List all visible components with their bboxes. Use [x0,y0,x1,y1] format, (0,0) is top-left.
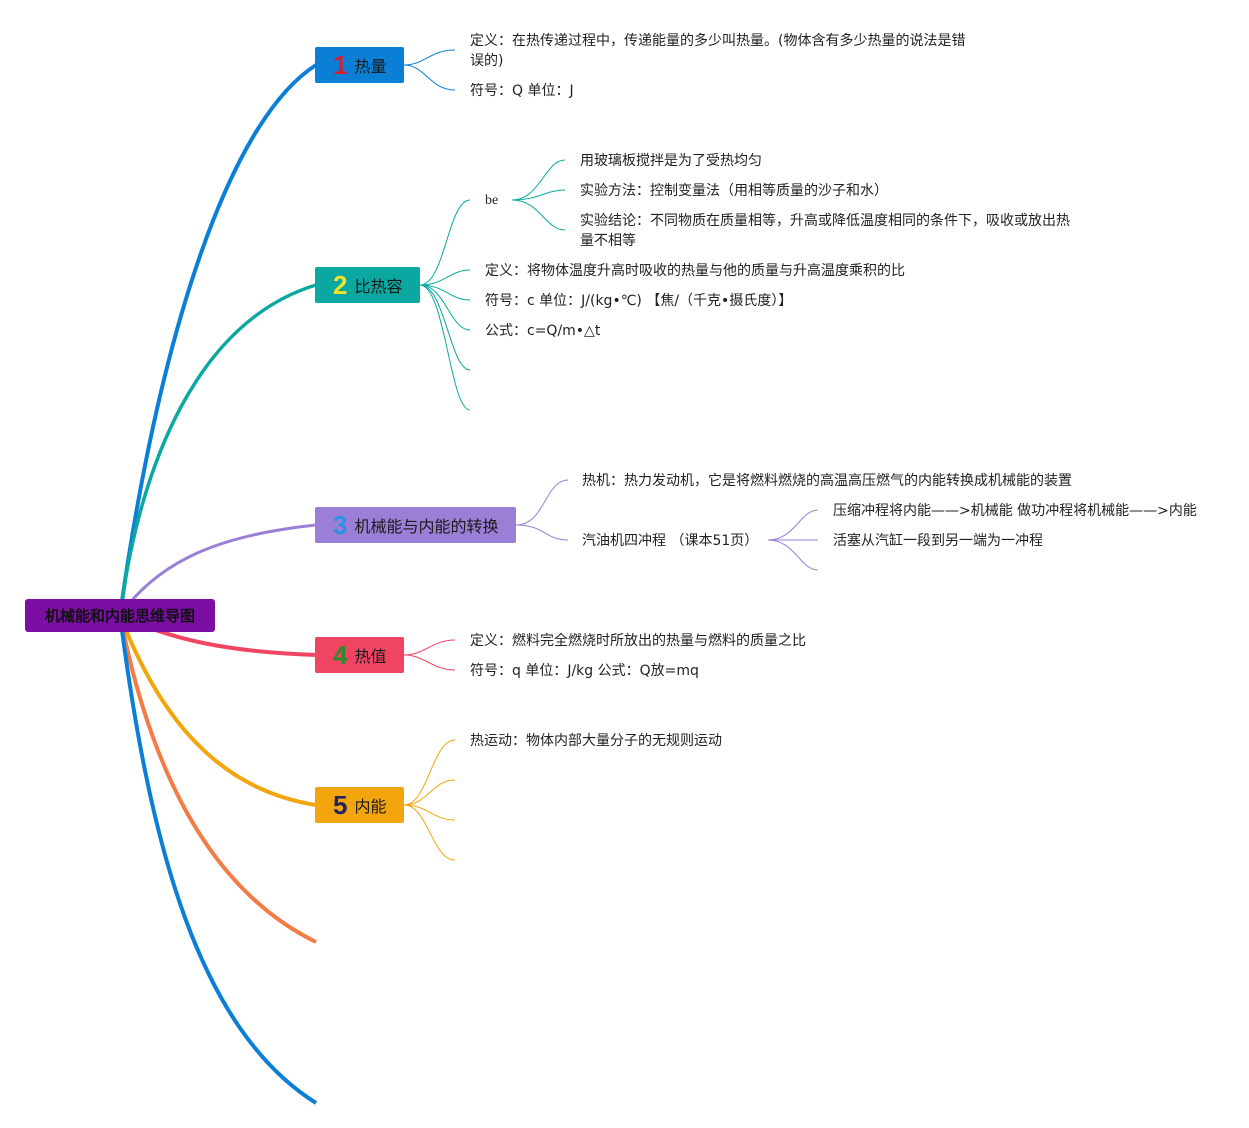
branch-label: 机械能与内能的转换 [354,517,499,536]
connector-branch-6 [118,614,317,944]
leaf-node[interactable]: 热运动：物体内部大量分子的无规则运动 [470,733,722,749]
branch-node-4[interactable]: 4 热值 [315,637,404,673]
connector-branch-5 [118,614,317,807]
leaf-node[interactable]: 符号：Q 单位：J [470,83,574,99]
branch-node-2[interactable]: 2 比热容 [315,267,420,303]
leaf-node[interactable]: 定义：将物体温度升高时吸收的热量与他的质量与升高温度乘积的比 [485,263,905,279]
branch-label: 热值 [354,647,387,666]
connector-branch-7 [118,614,318,1105]
leaf-node[interactable]: 公式：c=Q/m•△t [485,323,601,339]
number-1-icon: 1 [333,50,348,80]
branch-label: 热量 [354,57,387,76]
number-2-icon: 2 [333,270,348,300]
leaf-node[interactable]: 符号：c 单位：J/(kg•℃) 【焦/（千克•摄氏度）】 [485,293,793,309]
connector-branch-3 [118,523,317,616]
leaf-node[interactable]: 汽油机四冲程 （课本51页） [582,533,759,549]
branch-node-1[interactable]: 1 热量 [315,47,404,83]
sub-leaf-node[interactable]: 实验方法：控制变量法（用相等质量的沙子和水） [580,183,888,199]
branch-node-5[interactable]: 5 内能 [315,787,404,823]
leaf-node[interactable]: 热机：热力发动机，它是将燃料燃烧的高温高压燃气的内能转换成机械能的装置 [582,473,1072,489]
leaf-node[interactable]: 定义：燃料完全燃烧时所放出的热量与燃料的质量之比 [470,633,806,649]
leaf-node[interactable]: be [485,193,499,208]
sub-leaf-node[interactable]: 压缩冲程将内能——>机械能 做功冲程将机械能——>内能 [833,503,1197,519]
number-4-icon: 4 [333,640,348,670]
connector-branch-1 [118,63,318,616]
leaf-node[interactable]: 定义：在热传递过程中，传递能量的多少叫热量。(物体含有多少热量的说法是错误的) [470,33,966,69]
connector-branch-2 [118,283,317,616]
number-3-icon: 3 [333,510,348,540]
root-node[interactable]: 机械能和内能思维导图 [25,599,215,632]
number-5-icon: 5 [333,790,348,820]
branch-label: 内能 [354,797,387,816]
root-label: 机械能和内能思维导图 [44,607,195,625]
sub-leaf-node[interactable]: 活塞从汽缸一段到另一端为一冲程 [833,533,1043,549]
sub-leaf-node[interactable]: 用玻璃板搅拌是为了受热均匀 [580,153,762,169]
branch-node-3[interactable]: 3 机械能与内能的转换 [315,507,516,543]
branch-label: 比热容 [354,277,403,296]
sub-leaf-node[interactable]: 实验结论：不同物质在质量相等，升高或降低温度相同的条件下，吸收或放出热量不相等 [580,213,1070,249]
leaf-node[interactable]: 符号：q 单位：J/kg 公式：Q放=mq [470,663,699,679]
